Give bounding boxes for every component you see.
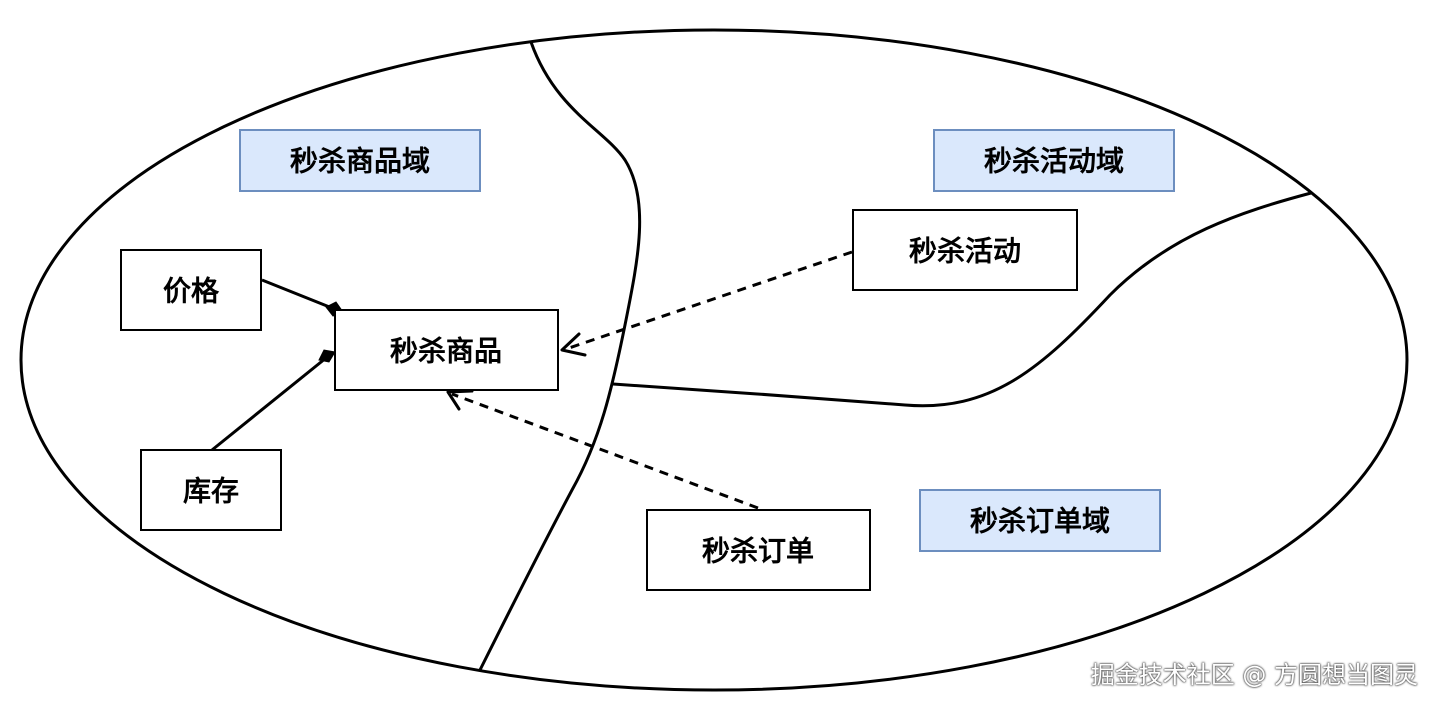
entity-seckill-product: 秒杀商品 xyxy=(334,309,559,391)
domain-label-activity-text: 秒杀活动域 xyxy=(984,145,1124,178)
domain-label-product-text: 秒杀商品域 xyxy=(290,145,430,178)
arrowhead-activity-to-product xyxy=(560,332,587,357)
entity-seckill-activity: 秒杀活动 xyxy=(852,209,1078,291)
domain-label-order: 秒杀订单域 xyxy=(919,489,1161,552)
link-activity-to-product xyxy=(565,250,853,351)
watermark: 掘金技术社区 @ 方圆想当图灵 xyxy=(1090,661,1418,689)
link-stock-to-product xyxy=(211,356,327,452)
domain-label-product: 秒杀商品域 xyxy=(239,129,481,192)
link-price-to-product xyxy=(261,278,333,310)
divider-activity-order xyxy=(612,191,1312,408)
domain-label-order-text: 秒杀订单域 xyxy=(970,505,1110,538)
domain-label-activity: 秒杀活动域 xyxy=(933,129,1175,192)
entity-stock-text: 库存 xyxy=(183,475,239,508)
outer-boundary-ellipse xyxy=(19,28,1409,692)
arrowhead-order-to-product xyxy=(446,389,474,411)
entity-price-text: 价格 xyxy=(163,275,220,308)
entity-seckill-order: 秒杀订单 xyxy=(646,509,871,591)
entity-stock: 库存 xyxy=(140,449,282,531)
link-order-to-product xyxy=(451,392,759,510)
entity-price: 价格 xyxy=(120,249,262,331)
entity-seckill-activity-text: 秒杀活动 xyxy=(909,235,1021,268)
entity-seckill-order-text: 秒杀订单 xyxy=(702,535,814,568)
entity-seckill-product-text: 秒杀商品 xyxy=(390,335,502,368)
divider-product-left xyxy=(478,41,642,671)
composition-diamond-stock xyxy=(318,349,336,363)
